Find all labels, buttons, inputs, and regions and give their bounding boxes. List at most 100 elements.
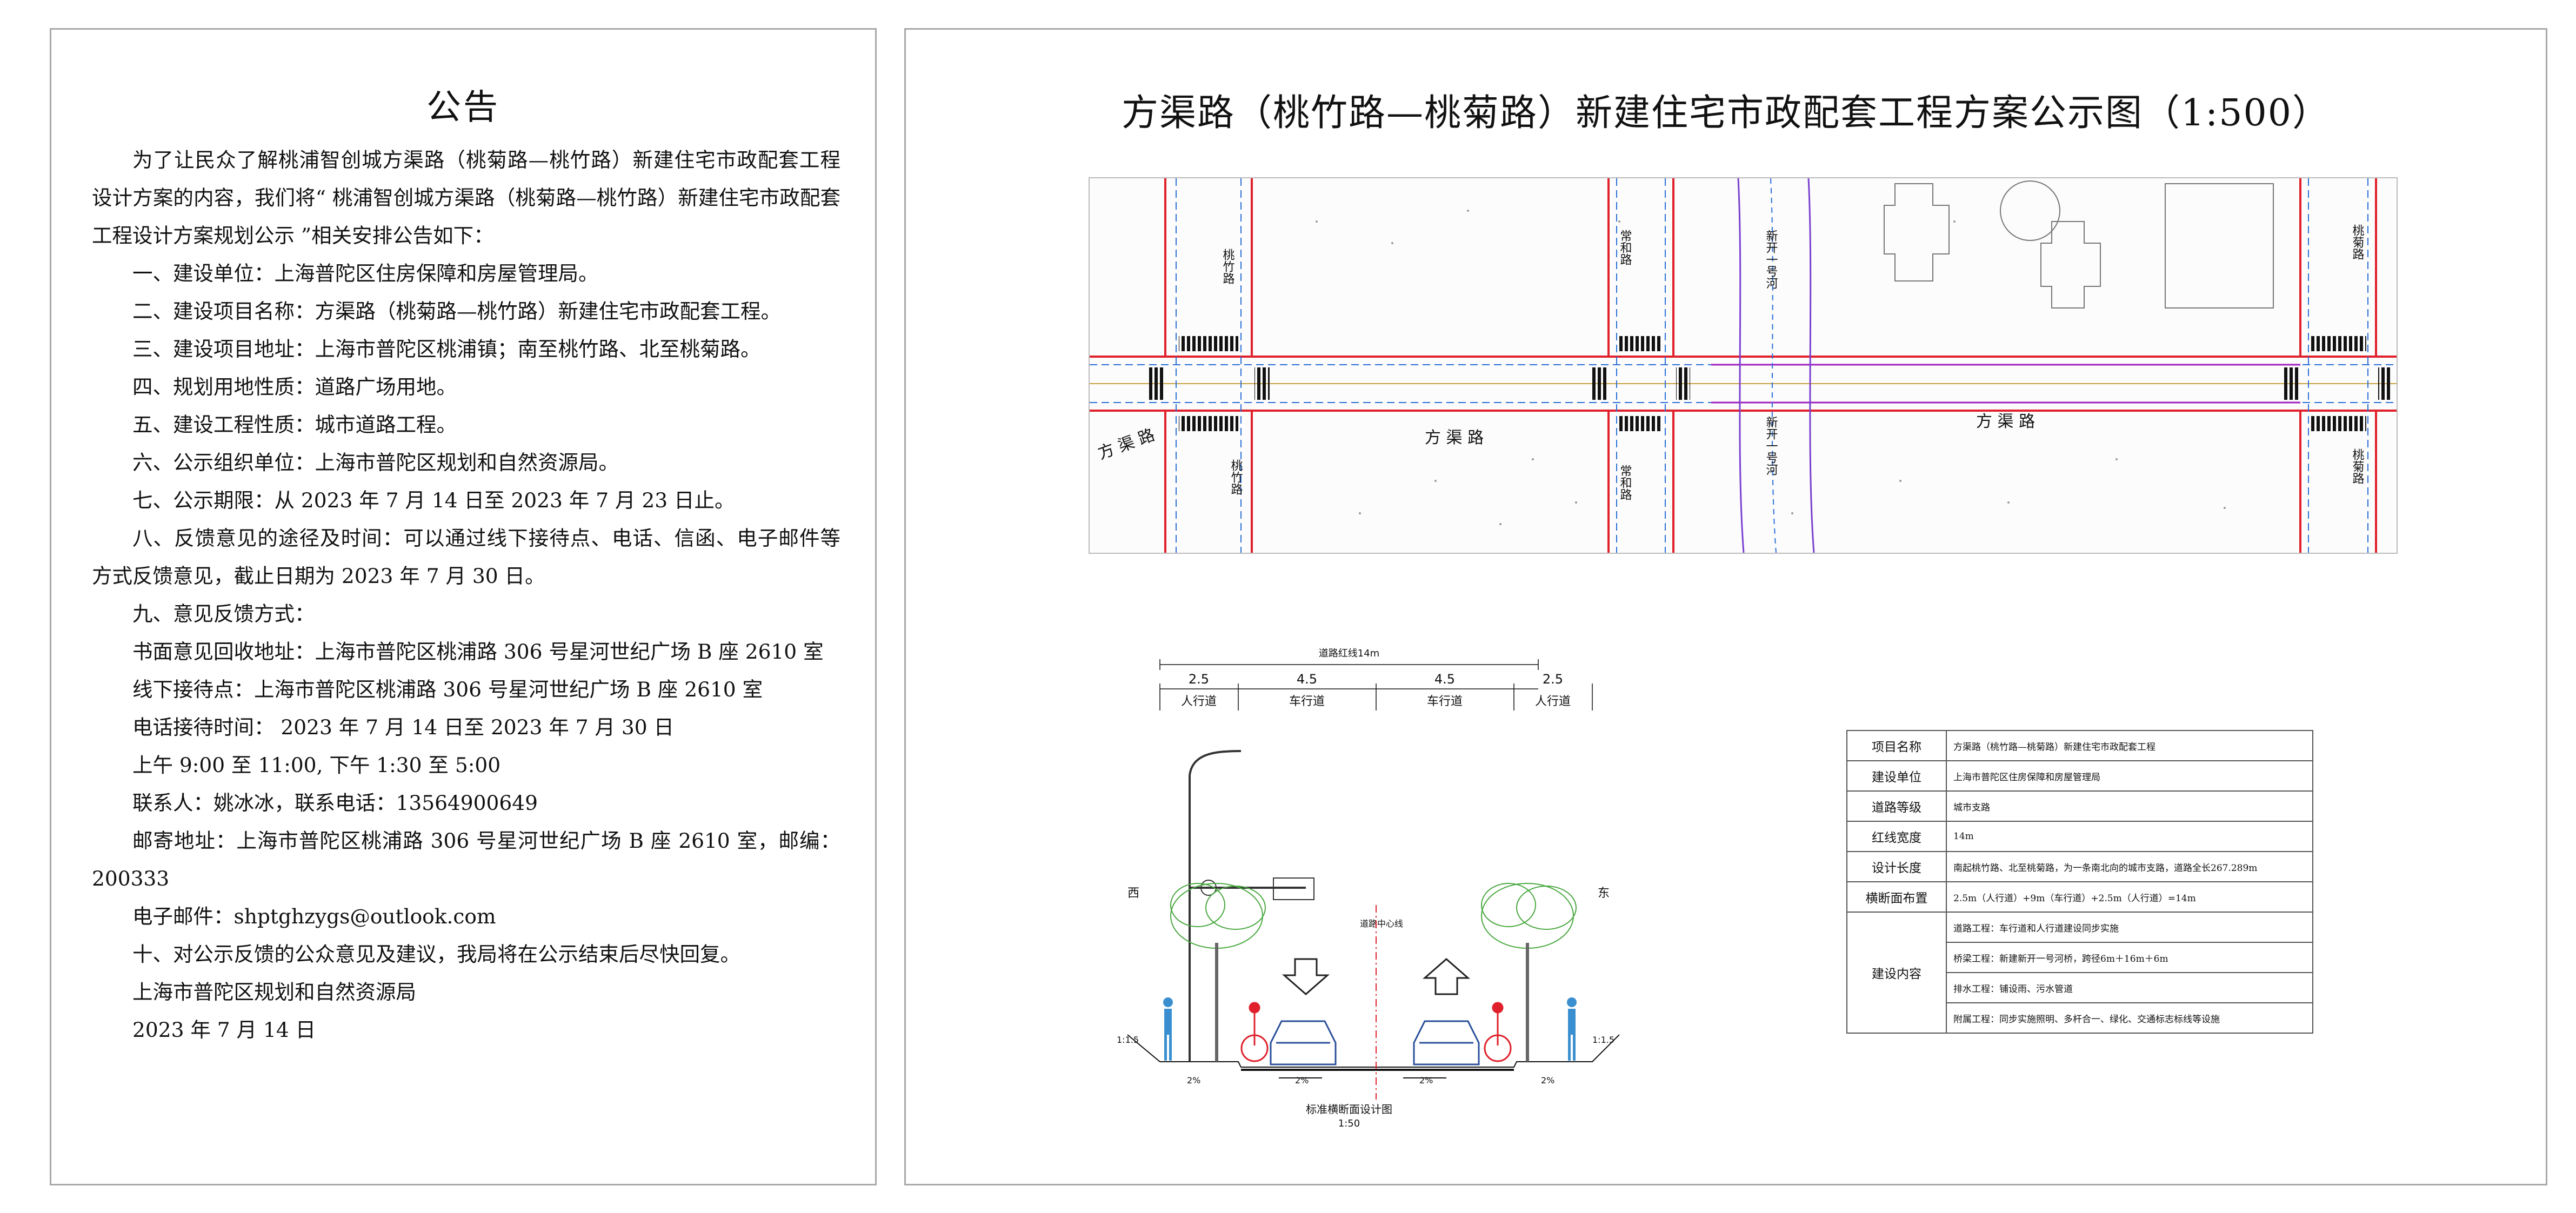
taoju-road (2284, 178, 2392, 553)
drawing-panel: 方渠路（桃竹路—桃菊路）新建住宅市政配套工程方案公示图（1:500） (904, 28, 2547, 1185)
table-row: 排水工程：铺设雨、污水管道 (1847, 972, 2313, 1003)
table-value: 桥梁工程：新建新开一号河桥，跨径6m＋16m＋6m (1946, 942, 2313, 973)
table-row: 附属工程：同步实施照明、多杆合一、绿化、交通标志标线等设施 (1847, 1002, 2313, 1034)
label-centerline: 道路中心线 (1360, 919, 1403, 929)
label-slope-pct-2: 2% (1295, 1075, 1309, 1085)
segment-label-4: 人行道 (1535, 695, 1571, 708)
notice-paragraph: 八、反馈意见的途径及时间：可以通过线下接待点、电话、信函、电子邮件等方式反馈意见… (92, 526, 840, 588)
cross-section-drawing: 道路红线14m 2.5 4.5 4.5 2.5 人行道 车行道 车行道 人行道 … (1117, 648, 1619, 1129)
segment-label-1: 人行道 (1181, 695, 1217, 708)
table-row: 道路等级 城市支路 (1846, 790, 2313, 822)
table-row: 横断面布置 2.5m（人行道）+9m（车行道）+2.5m（人行道）=14m (1846, 881, 2313, 913)
label-changhe-road-bottom: 常和路 (1618, 465, 1632, 500)
label-east: 东 (1598, 887, 1610, 900)
segment-label-3: 车行道 (1427, 695, 1463, 708)
label-slope-right: 1:1.5 (1592, 1035, 1614, 1045)
label-fangqu-road-right: 方 渠 路 (1976, 412, 2035, 431)
drawing-title: 方渠路（桃竹路—桃菊路）新建住宅市政配套工程方案公示图（1:500） (1122, 92, 2330, 135)
notice-paragraph: 书面意见回收地址：上海市普陀区桃浦路 306 号星河世纪广场 B 座 2610 … (132, 640, 824, 664)
segment-width-3: 4.5 (1434, 672, 1455, 687)
notice-paragraph: 九、意见反馈方式： (132, 602, 315, 626)
survey-points (1316, 210, 2226, 525)
notice-paragraph: 七、公示期限：从 2023 年 7 月 14 日至 2023 年 7 月 23 … (132, 488, 735, 512)
notice-paragraph: 2023 年 7 月 14 日 (132, 1018, 316, 1042)
plan-drawing: 方 渠 路 方 渠 路 方 渠 路 桃竹路 桃竹路 常和路 常和路 新开一号河 … (1090, 178, 2397, 553)
label-taozhu-road-bottom: 桃竹路 (1229, 459, 1243, 495)
notice-title: 公告 (426, 88, 500, 128)
segment-width-2: 4.5 (1297, 672, 1317, 687)
xinkai-river (1737, 178, 1815, 553)
fangqu-road (1090, 356, 2397, 412)
notice-paragraph: 十、对公示反馈的公众意见及建议，我局将在公示结束后尽快回复。 (132, 942, 740, 966)
cyclist-right (1484, 1002, 1512, 1062)
taozhu-road (1148, 178, 1270, 553)
tree-right (1481, 883, 1577, 1062)
label-taoju-road-top: 桃菊路 (2351, 224, 2365, 260)
table-key: 横断面布置 (1846, 881, 1947, 913)
arrow-up-icon (1423, 958, 1470, 995)
pedestrian-left (1163, 997, 1173, 1061)
table-row: 项目名称 方渠路（桃竹路—桃菊路）新建住宅市政配套工程 (1846, 730, 2313, 761)
notice-paragraph: 四、规划用地性质：道路广场用地。 (132, 375, 457, 399)
table-value: 上海市普陀区住房保障和房屋管理局 (1946, 760, 2313, 792)
table-row: 建设单位 上海市普陀区住房保障和房屋管理局 (1846, 760, 2313, 792)
notice-paragraph: 电子邮件：shptghzygs@outlook.com (132, 904, 496, 928)
table-value: 方渠路（桃竹路—桃菊路）新建住宅市政配套工程 (1946, 730, 2313, 761)
label-west: 西 (1127, 887, 1139, 900)
label-slope-left: 1:1.5 (1117, 1035, 1139, 1045)
notice-paragraph: 为了让民众了解桃浦智创城方渠路（桃菊路—桃竹路）新建住宅市政配套工程设计方案的内… (92, 148, 840, 247)
notice-paragraph: 邮寄地址：上海市普陀区桃浦路 306 号星河世纪广场 B 座 2610 室，邮编… (92, 829, 840, 890)
label-taozhu-road-top: 桃竹路 (1221, 249, 1235, 284)
table-key: 红线宽度 (1846, 821, 1947, 852)
label-red-line: 道路红线14m (1319, 648, 1379, 659)
notice-paragraph: 上午 9:00 至 11:00, 下午 1:30 至 5:00 (132, 753, 501, 777)
label-fangqu-road-left: 方 渠 路 (1096, 425, 1157, 463)
notice-paragraph: 电话接待时间： 2023 年 7 月 14 日至 2023 年 7 月 30 日 (132, 715, 675, 739)
building-outlines (1884, 180, 2274, 309)
label-xinkai-river-bottom: 新开一号河 (1764, 416, 1778, 475)
notice-paragraph: 线下接待点：上海市普陀区桃浦路 306 号星河世纪广场 B 座 2610 室 (132, 678, 763, 701)
label-taoju-road-bottom: 桃菊路 (2351, 448, 2365, 484)
car-left (1270, 1020, 1337, 1065)
car-right (1413, 1020, 1480, 1065)
notice-paragraph: 一、建设单位：上海普陀区住房保障和房屋管理局。 (132, 262, 599, 285)
table-value: 附属工程：同步实施照明、多杆合一、绿化、交通标志标线等设施 (1946, 1002, 2313, 1034)
label-fangqu-road: 方 渠 路 (1425, 428, 1484, 447)
tree-left (1170, 883, 1266, 1062)
table-value: 城市支路 (1946, 790, 2313, 822)
label-slope-pct-3: 2% (1419, 1075, 1433, 1085)
notice-paragraph: 联系人：姚冰冰，联系电话：13564900649 (132, 791, 538, 815)
table-row: 建设内容 道路工程：车行道和人行道建设同步实施 (1846, 912, 2313, 1034)
table-key: 建设单位 (1846, 760, 1947, 792)
table-value: 排水工程：铺设雨、污水管道 (1946, 972, 2313, 1003)
notice-paragraph: 三、建设项目地址：上海市普陀区桃浦镇；南至桃竹路、北至桃菊路。 (132, 337, 761, 361)
table-row: 红线宽度 14m (1846, 821, 2313, 852)
notice-paragraph: 五、建设工程性质：城市道路工程。 (132, 413, 457, 437)
table-key: 设计长度 (1846, 851, 1947, 882)
table-value: 14m (1946, 821, 2313, 852)
table-value: 2.5m（人行道）+9m（车行道）+2.5m（人行道）=14m (1946, 881, 2313, 913)
arrow-down-icon (1282, 958, 1330, 995)
segment-width-4: 2.5 (1543, 672, 1563, 687)
table-row: 设计长度 南起桃竹路、北至桃菊路，为一条南北向的城市支路，道路全长267.289… (1846, 851, 2313, 882)
cross-section-caption: 标准横断面设计图 (1306, 1103, 1392, 1116)
table-value: 道路工程：车行道和人行道建设同步实施 (1946, 912, 2313, 943)
table-value: 南起桃竹路、北至桃菊路，为一条南北向的城市支路，道路全长267.289m (1946, 851, 2313, 882)
table-key: 道路等级 (1846, 790, 1947, 822)
project-info-table: 项目名称 方渠路（桃竹路—桃菊路）新建住宅市政配套工程 建设单位 上海市普陀区住… (1846, 730, 2313, 1034)
notice-paragraph: 上海市普陀区规划和自然资源局 (132, 980, 416, 1004)
cross-section-scale: 1:50 (1338, 1118, 1360, 1129)
notice-body: 为了让民众了解桃浦智创城方渠路（桃菊路—桃竹路）新建住宅市政配套工程设计方案的内… (92, 141, 840, 1049)
section-profile (1127, 1034, 1619, 1078)
label-slope-pct-1: 2% (1187, 1075, 1200, 1085)
segment-label-2: 车行道 (1289, 695, 1325, 708)
notice-paragraph: 六、公示组织单位：上海市普陀区规划和自然资源局。 (132, 451, 619, 474)
table-row: 桥梁工程：新建新开一号河桥，跨径6m＋16m＋6m (1847, 942, 2313, 973)
changhe-road (1592, 178, 1690, 553)
table-key-content: 建设内容 (1846, 912, 1947, 1034)
street-lamp (1189, 750, 1314, 1062)
plan-view: 方 渠 路 方 渠 路 方 渠 路 桃竹路 桃竹路 常和路 常和路 新开一号河 … (1089, 177, 2398, 554)
notice-paragraph: 二、建设项目名称：方渠路（桃菊路—桃竹路）新建住宅市政配套工程。 (132, 299, 781, 323)
label-slope-pct-4: 2% (1541, 1075, 1554, 1085)
pedestrian-right (1567, 997, 1577, 1061)
